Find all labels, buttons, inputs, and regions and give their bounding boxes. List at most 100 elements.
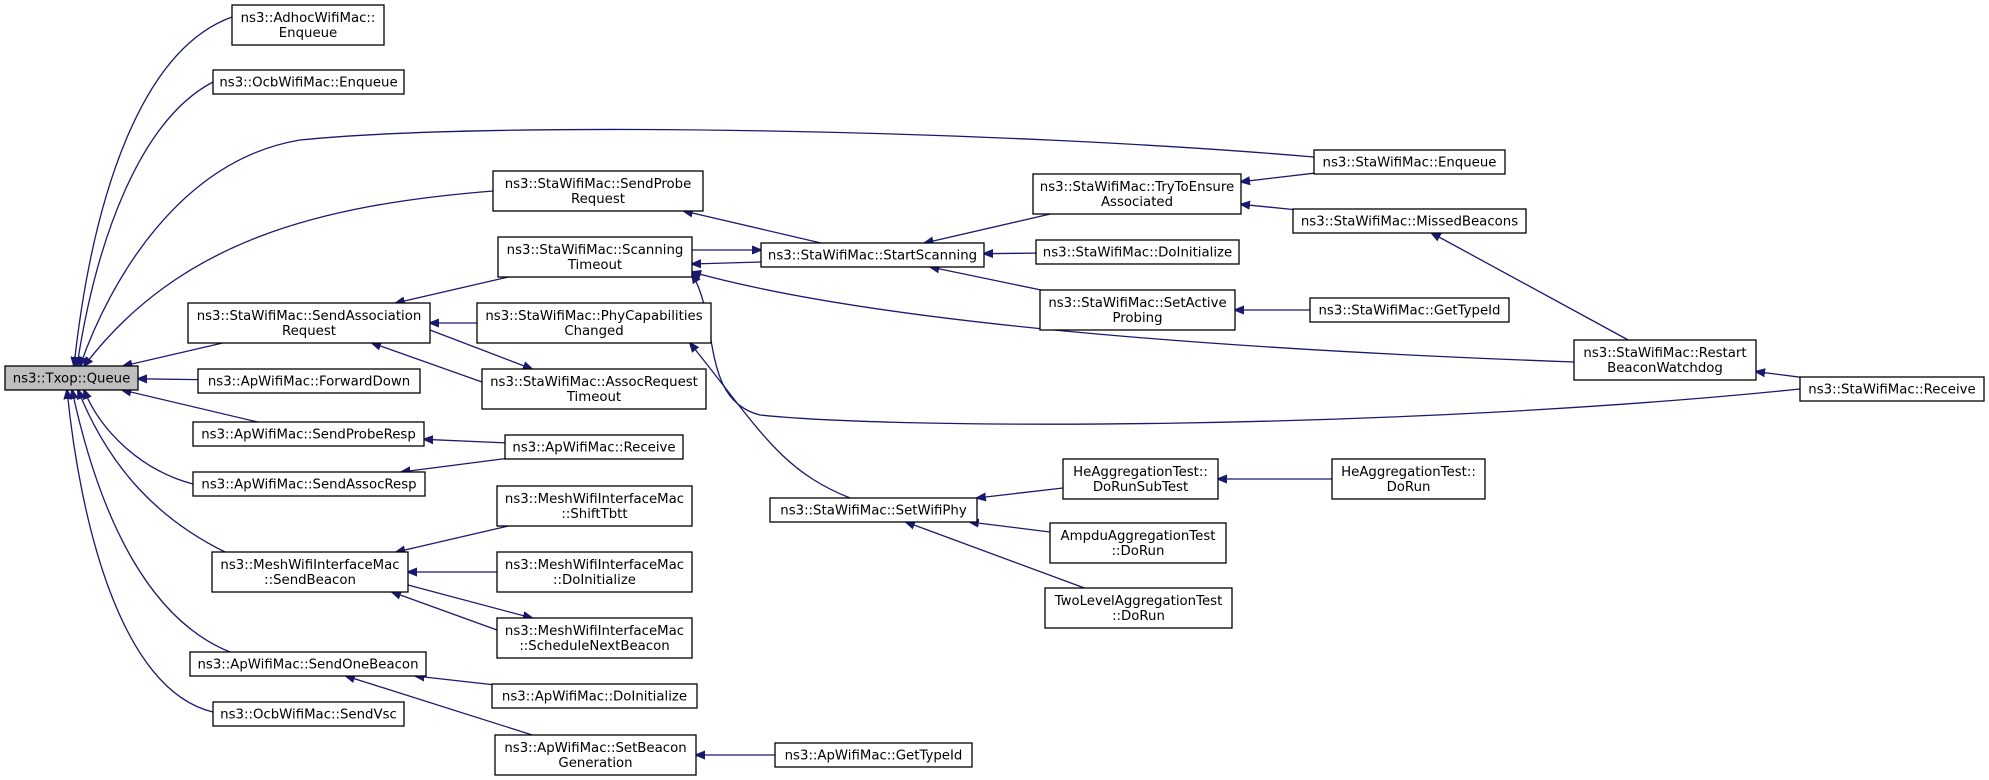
edge-ap_doinit-to-ap_sendonebeacon	[415, 676, 493, 686]
node-ap-sendassocresp[interactable]: ns3::ApWifiMac::SendAssocResp	[192, 471, 426, 497]
edge-sta_doinit-to-sta_startscan	[984, 253, 1037, 254]
node-sta-receive[interactable]: ns3::StaWifiMac::Receive	[1799, 376, 1985, 402]
node-txop-queue[interactable]: ns3::Txop::Queue	[4, 365, 139, 391]
edge-sta_missed-to-sta_trytoensure	[1241, 204, 1294, 211]
edge-sta_enqueue-to-sta_trytoensure	[1241, 172, 1315, 182]
node-label: ns3::StaWifiMac::Scanning	[507, 243, 684, 258]
node-ocb-enqueue[interactable]: ns3::OcbWifiMac::Enqueue	[212, 69, 405, 95]
edge-sta_trytoensure-to-sta_startscan	[925, 213, 1051, 243]
edge-sta_scantimeout-to-sta_sendassoc	[396, 276, 509, 303]
node-label: ns3::StaWifiMac::Receive	[1808, 383, 1975, 398]
node-label: ::DoRun	[1112, 609, 1165, 624]
node-ap-receive[interactable]: ns3::ApWifiMac::Receive	[504, 434, 684, 460]
node-sta-setwifiphy[interactable]: ns3::StaWifiMac::SetWifiPhy	[769, 497, 978, 523]
node-ap-sendonebeacon[interactable]: ns3::ApWifiMac::SendOneBeacon	[189, 651, 427, 677]
node-he-dorunsub[interactable]: HeAggregationTest::DoRunSubTest	[1062, 458, 1219, 500]
edge-sta_assoctimeout-to-sta_sendassoc	[372, 343, 483, 383]
node-label: Probing	[1112, 311, 1162, 326]
node-he-dorun[interactable]: HeAggregationTest::DoRun	[1331, 458, 1486, 500]
node-label: Enqueue	[279, 26, 338, 41]
edges-layer	[67, 16, 1801, 755]
edge-mesh_sendbeacon-to-txop_queue	[78, 390, 226, 553]
node-sta-startscan[interactable]: ns3::StaWifiMac::StartScanning	[760, 242, 985, 268]
node-label: ns3::MeshWifiInterfaceMac	[505, 558, 684, 573]
node-box	[1062, 458, 1219, 500]
edge-mesh_schednext-to-mesh_sendbeacon	[392, 592, 498, 631]
node-label: ::SendBeacon	[264, 573, 356, 588]
node-box	[774, 742, 973, 768]
node-label: ns3::StaWifiMac::Restart	[1583, 346, 1746, 361]
node-box	[1035, 239, 1240, 265]
node-box	[189, 651, 427, 677]
node-sta-gettypeid[interactable]: ns3::StaWifiMac::GetTypeId	[1309, 297, 1510, 323]
node-mesh-sendbeacon[interactable]: ns3::MeshWifiInterfaceMac::SendBeacon	[211, 551, 409, 593]
node-label: ns3::ApWifiMac::SendAssocResp	[201, 478, 416, 493]
node-label: TwoLevelAggregationTest	[1054, 594, 1223, 609]
node-mesh-shifttbtt[interactable]: ns3::MeshWifiInterfaceMac::ShiftTbtt	[496, 485, 693, 527]
node-box	[496, 551, 693, 593]
node-ocb-sendvsc[interactable]: ns3::OcbWifiMac::SendVsc	[212, 701, 405, 727]
node-label: ns3::StaWifiMac::AssocRequest	[490, 375, 698, 390]
node-ampdu-dorun[interactable]: AmpduAggregationTest::DoRun	[1049, 522, 1227, 564]
node-box	[494, 734, 697, 776]
node-box	[481, 368, 707, 410]
node-label: ns3::StaWifiMac::DoInitialize	[1043, 246, 1232, 261]
edge-ap_receive-to-ap_sendassocresp	[401, 457, 506, 472]
edge-sta_restart-to-sta_missed	[1432, 233, 1629, 341]
node-sta-doinit[interactable]: ns3::StaWifiMac::DoInitialize	[1035, 239, 1240, 265]
node-label: ns3::ApWifiMac::GetTypeId	[785, 749, 963, 764]
edge-mesh_sendbeacon-to-mesh_schednext	[407, 584, 532, 618]
node-mesh-doinit[interactable]: ns3::MeshWifiInterfaceMac::DoInitialize	[496, 551, 693, 593]
node-ap-forwarddown[interactable]: ns3::ApWifiMac::ForwardDown	[197, 368, 421, 394]
node-label: Timeout	[567, 258, 622, 273]
node-label: ns3::StaWifiMac::SetActive	[1048, 296, 1226, 311]
node-label: Request	[282, 324, 336, 339]
node-box	[1331, 458, 1486, 500]
node-label: ns3::OcbWifiMac::SendVsc	[220, 708, 397, 723]
node-box	[1292, 208, 1527, 234]
node-box	[1044, 587, 1233, 629]
node-label: Request	[571, 192, 625, 207]
edge-sta_receive-to-sta_restart	[1756, 372, 1801, 378]
node-box	[1309, 297, 1510, 323]
edge-ap_forwarddown-to-txop_queue	[138, 379, 199, 380]
node-label: ns3::StaWifiMac::GetTypeId	[1319, 304, 1501, 319]
node-twolevel-dorun[interactable]: TwoLevelAggregationTest::DoRun	[1044, 587, 1233, 629]
node-label: ns3::StaWifiMac::MissedBeacons	[1301, 215, 1518, 230]
node-box	[504, 434, 684, 460]
edge-he_dorunsub-to-sta_setwifiphy	[977, 487, 1064, 498]
node-box	[211, 551, 409, 593]
node-box	[187, 302, 431, 344]
node-label: Generation	[558, 756, 632, 771]
edge-sta_sendprobe-to-txop_queue	[84, 190, 494, 366]
node-ap-sendproberesp[interactable]: ns3::ApWifiMac::SendProbeResp	[192, 421, 425, 447]
node-box	[4, 365, 139, 391]
node-label: ns3::OcbWifiMac::Enqueue	[219, 76, 397, 91]
node-label: ::ScheduleNextBeacon	[519, 639, 669, 654]
node-label: ns3::MeshWifiInterfaceMac	[220, 558, 399, 573]
node-ap-doinit[interactable]: ns3::ApWifiMac::DoInitialize	[491, 683, 698, 709]
node-box	[192, 471, 426, 497]
node-adhoc-enqueue[interactable]: ns3::AdhocWifiMac::Enqueue	[231, 4, 385, 46]
node-label: Timeout	[566, 390, 621, 405]
node-sta-enqueue[interactable]: ns3::StaWifiMac::Enqueue	[1313, 149, 1506, 175]
node-label: ns3::StaWifiMac::SetWifiPhy	[780, 504, 967, 519]
node-label: AmpduAggregationTest	[1061, 529, 1216, 544]
edge-sta_setwifiphy-to-sta_phycap	[690, 343, 851, 499]
node-mesh-schednext[interactable]: ns3::MeshWifiInterfaceMac::ScheduleNextB…	[496, 617, 693, 659]
node-ap-gettypeid[interactable]: ns3::ApWifiMac::GetTypeId	[774, 742, 973, 768]
node-box	[496, 617, 693, 659]
node-box	[760, 242, 985, 268]
node-sta-missed[interactable]: ns3::StaWifiMac::MissedBeacons	[1292, 208, 1527, 234]
node-box	[212, 69, 405, 95]
node-label: BeaconWatchdog	[1607, 361, 1723, 376]
